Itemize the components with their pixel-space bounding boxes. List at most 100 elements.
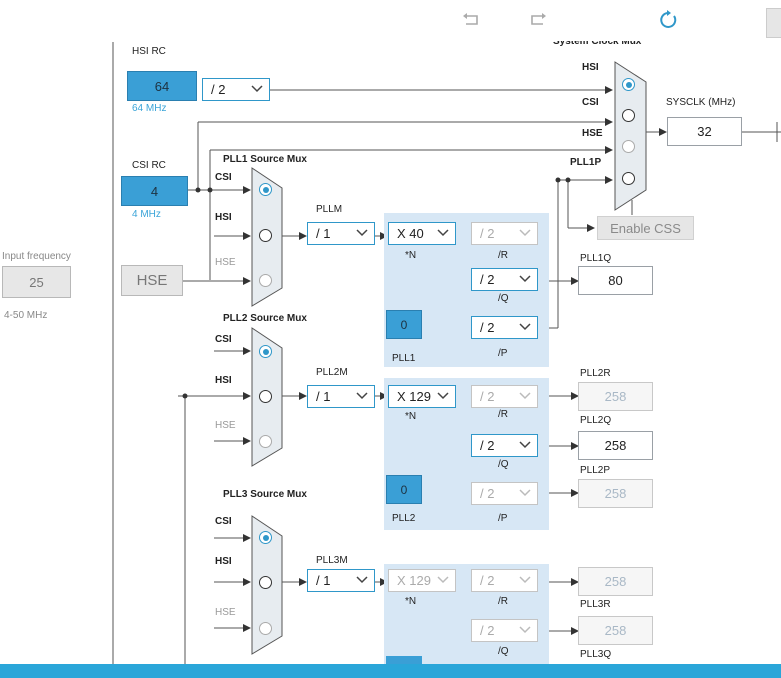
pll2-radio-csi[interactable] xyxy=(259,345,272,358)
chevron-down-icon xyxy=(519,229,531,237)
chevron-down-icon xyxy=(437,229,449,237)
pll2-p-label: /P xyxy=(498,513,508,524)
chevron-down-icon xyxy=(519,392,531,400)
pll3-m-select[interactable]: / 1 xyxy=(307,569,375,592)
redo-icon[interactable] xyxy=(529,11,547,29)
pll2-q-select[interactable]: / 2 xyxy=(471,434,538,457)
hsi-divider-select[interactable]: / 2 xyxy=(202,78,270,101)
sysclk-mux-shape xyxy=(614,61,647,211)
pll3r-label: PLL3R xyxy=(580,599,611,610)
pll1-p-select[interactable]: / 2 xyxy=(471,316,538,339)
pll2-n-select[interactable]: X 129 xyxy=(388,385,456,408)
csi-rc-label: CSI RC xyxy=(132,160,166,171)
chevron-down-icon xyxy=(356,392,368,400)
sysclk-label: SYSCLK (MHz) xyxy=(666,97,736,108)
pll1-n-select[interactable]: X 40 xyxy=(388,222,456,245)
sysclk-radio-pll1p[interactable] xyxy=(622,172,635,185)
pll3r-value[interactable]: 258 xyxy=(578,567,653,596)
pll3q-value[interactable]: 258 xyxy=(578,616,653,645)
sysclk-mux-in-pll1p: PLL1P xyxy=(570,157,602,168)
pll1-n-label: *N xyxy=(405,250,417,261)
pll3-frac-value-partial[interactable] xyxy=(386,656,422,664)
pll1q-label: PLL1Q xyxy=(580,253,612,264)
input-frequency-field[interactable]: 25 xyxy=(2,266,71,298)
pll1-frac-value[interactable]: 0 xyxy=(386,310,422,339)
pll3-radio-hse[interactable] xyxy=(259,622,272,635)
bottom-status-bar xyxy=(0,664,781,678)
pll2-q-label: /Q xyxy=(498,459,509,470)
csi-rc-value[interactable]: 4 xyxy=(121,176,188,206)
chevron-down-icon xyxy=(519,275,531,283)
sysclk-radio-csi[interactable] xyxy=(622,109,635,122)
input-frequency-label: Input frequency xyxy=(2,251,71,262)
pll1-name: PLL1 xyxy=(392,353,416,364)
undo-icon[interactable] xyxy=(462,11,480,29)
chevron-down-icon xyxy=(356,229,368,237)
pll1-in-hse: HSE xyxy=(215,257,236,268)
hsi-rc-value[interactable]: 64 xyxy=(127,71,197,101)
pll1-source-mux-title: PLL1 Source Mux xyxy=(223,154,307,165)
pll2-in-csi: CSI xyxy=(215,334,232,345)
chevron-down-icon xyxy=(519,576,531,584)
sysclk-radio-hsi[interactable] xyxy=(622,78,635,91)
pll1-in-csi: CSI xyxy=(215,172,232,183)
pll1q-value[interactable]: 80 xyxy=(578,266,653,295)
pll3-in-csi: CSI xyxy=(215,516,232,527)
pll2-source-mux-title: PLL2 Source Mux xyxy=(223,313,307,324)
pll2q-label: PLL2Q xyxy=(580,415,612,426)
pll3-radio-csi[interactable] xyxy=(259,531,272,544)
pll1-radio-hse[interactable] xyxy=(259,274,272,287)
chevron-down-icon xyxy=(251,85,263,93)
pll2r-label: PLL2R xyxy=(580,368,611,379)
pll1-p-label: /P xyxy=(498,348,508,359)
sysclk-value[interactable]: 32 xyxy=(667,117,742,146)
pll2q-value[interactable]: 258 xyxy=(578,431,653,460)
input-frequency-range: 4-50 MHz xyxy=(4,310,48,321)
pll2-radio-hsi[interactable] xyxy=(259,390,272,403)
pll2p-label: PLL2P xyxy=(580,465,611,476)
chevron-down-icon xyxy=(356,576,368,584)
pll1-m-select[interactable]: / 1 xyxy=(307,222,375,245)
pll2-p-select[interactable]: / 2 xyxy=(471,482,538,505)
sysclk-radio-hse[interactable] xyxy=(622,140,635,153)
hsi-rc-label: HSI RC xyxy=(132,46,166,57)
pll1-q-select[interactable]: / 2 xyxy=(471,268,538,291)
pll3-m-label: PLL3M xyxy=(316,555,348,566)
pll1-radio-csi[interactable] xyxy=(259,183,272,196)
enable-css-button[interactable]: Enable CSS xyxy=(597,216,694,240)
hse-box[interactable]: HSE xyxy=(121,265,183,296)
sysclk-mux-in-hse: HSE xyxy=(582,128,603,139)
refresh-icon[interactable] xyxy=(659,10,679,30)
pll3-in-hse: HSE xyxy=(215,607,236,618)
pll3-n-select[interactable]: X 129 xyxy=(388,569,456,592)
csi-rc-freq: 4 MHz xyxy=(132,209,161,220)
pll3-q-label: /Q xyxy=(498,646,509,657)
pll1-m-label: PLLM xyxy=(316,204,343,215)
pll2-r-select[interactable]: / 2 xyxy=(471,385,538,408)
chevron-down-icon xyxy=(519,626,531,634)
pll2-r-label: /R xyxy=(498,409,508,420)
pll1-r-label: /R xyxy=(498,250,508,261)
toolbar-button-partial[interactable] xyxy=(766,8,781,38)
pll2-n-label: *N xyxy=(405,411,417,422)
pll2-in-hse: HSE xyxy=(215,420,236,431)
pll3q-label: PLL3Q xyxy=(580,649,612,660)
pll2-m-select[interactable]: / 1 xyxy=(307,385,375,408)
pll3-r-select[interactable]: / 2 xyxy=(471,569,538,592)
pll2-radio-hse[interactable] xyxy=(259,435,272,448)
pll2p-value[interactable]: 258 xyxy=(578,479,653,508)
system-clock-mux-title: System Clock Mux xyxy=(553,36,642,47)
pll3-in-hsi: HSI xyxy=(215,556,232,567)
pll3-radio-hsi[interactable] xyxy=(259,576,272,589)
pll1-r-select[interactable]: / 2 xyxy=(471,222,538,245)
pll1-radio-hsi[interactable] xyxy=(259,229,272,242)
pll3-source-mux-title: PLL3 Source Mux xyxy=(223,489,307,500)
pll3-n-label: *N xyxy=(405,596,417,607)
chevron-down-icon xyxy=(519,323,531,331)
pll1-q-label: /Q xyxy=(498,293,509,304)
pll2r-value[interactable]: 258 xyxy=(578,382,653,411)
pll2-frac-value[interactable]: 0 xyxy=(386,475,422,504)
pll3-q-select[interactable]: / 2 xyxy=(471,619,538,642)
sysclk-mux-in-hsi: HSI xyxy=(582,62,599,73)
chevron-down-icon xyxy=(437,392,449,400)
